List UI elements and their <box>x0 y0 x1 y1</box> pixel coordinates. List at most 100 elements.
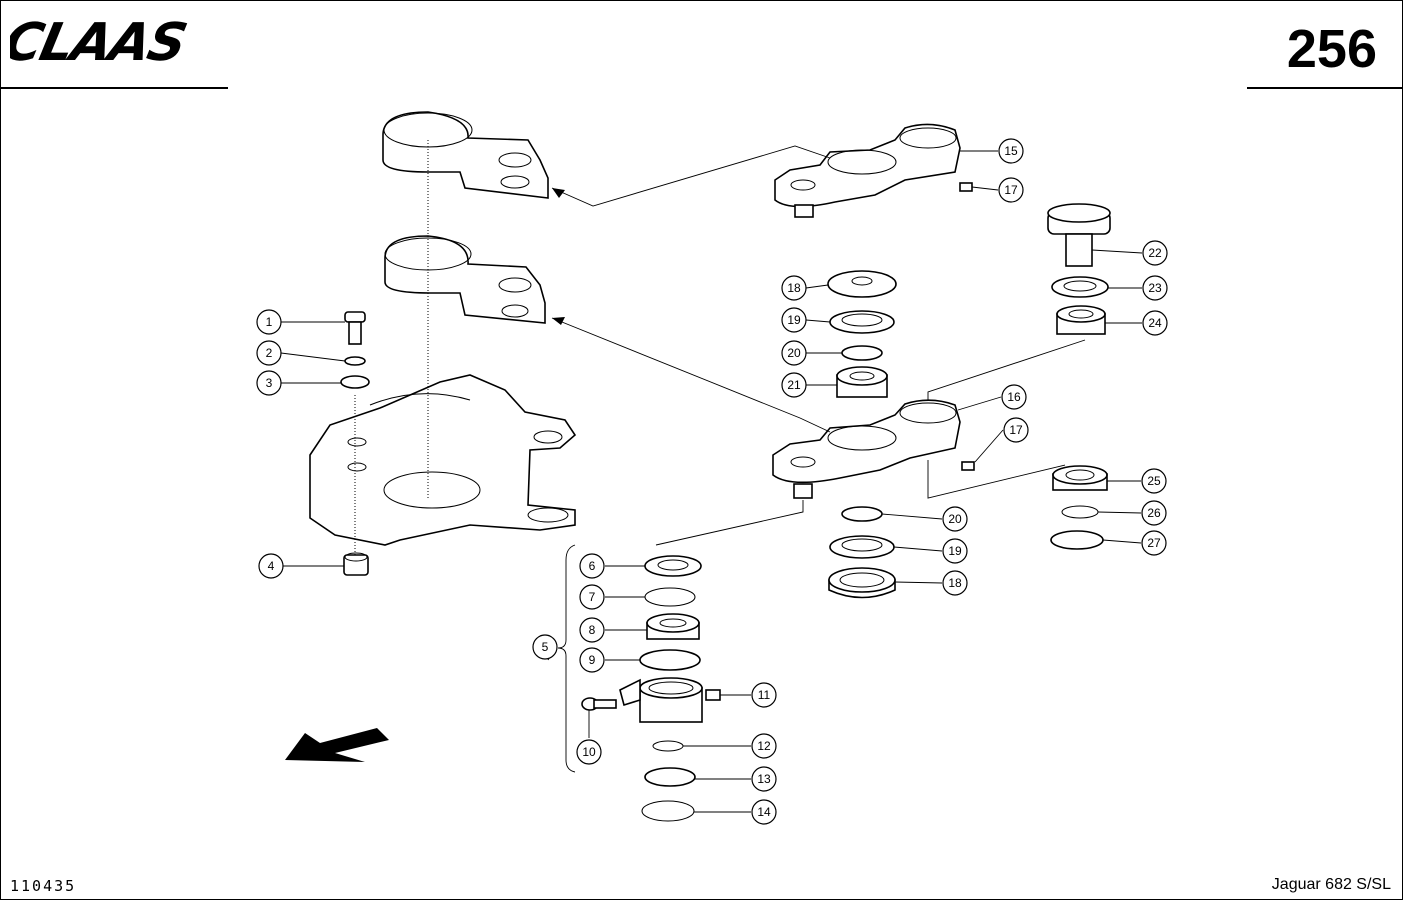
washer-3 <box>340 375 370 389</box>
callout-23: 23 <box>1142 275 1168 301</box>
svg-text:22: 22 <box>1148 246 1162 260</box>
callout-17-lower: 17 <box>1003 417 1029 443</box>
seal-20-lower <box>841 506 883 522</box>
circlip-12 <box>652 740 684 752</box>
group-5-bracket <box>557 544 576 773</box>
svg-text:17: 17 <box>1004 183 1018 197</box>
callout-16: 16 <box>1001 384 1027 410</box>
svg-text:18: 18 <box>787 281 801 295</box>
bearing-6 <box>644 555 702 577</box>
callout-9: 9 <box>579 647 605 673</box>
circlip-14 <box>641 800 695 822</box>
callout-8: 8 <box>579 617 605 643</box>
svg-text:19: 19 <box>787 313 801 327</box>
callout-20-lower: 20 <box>942 506 968 532</box>
bushing-4 <box>343 552 369 576</box>
callout-14: 14 <box>751 799 777 825</box>
svg-text:12: 12 <box>757 739 771 753</box>
callout-24: 24 <box>1142 310 1168 336</box>
claas-logo: CLAAS <box>10 18 190 66</box>
svg-text:14: 14 <box>757 805 771 819</box>
svg-text:20: 20 <box>948 512 962 526</box>
circlip-27 <box>1050 530 1104 550</box>
bearing-23 <box>1051 276 1109 298</box>
circlip-7 <box>644 587 696 607</box>
svg-text:16: 16 <box>1007 390 1021 404</box>
svg-text:19: 19 <box>948 544 962 558</box>
middle-arm-outline <box>384 235 546 324</box>
shaft-22 <box>1047 203 1111 267</box>
circlip-26 <box>1061 505 1099 519</box>
callout-22: 22 <box>1142 240 1168 266</box>
svg-text:15: 15 <box>1004 144 1018 158</box>
direction-arrow-icon <box>285 728 389 762</box>
washer-2 <box>344 356 366 366</box>
callout-19-upper: 19 <box>781 307 807 333</box>
housing-outline <box>309 374 577 546</box>
washer-13 <box>644 767 696 787</box>
svg-text:27: 27 <box>1147 536 1161 550</box>
assembly-arrows <box>551 145 1086 546</box>
svg-text:8: 8 <box>589 623 596 637</box>
svg-text:1: 1 <box>266 315 273 329</box>
callout-10: 10 <box>576 739 602 765</box>
callout-20-upper: 20 <box>781 340 807 366</box>
grease-nipple-17-lower <box>961 461 975 471</box>
svg-text:26: 26 <box>1147 506 1161 520</box>
bearing-25 <box>1052 465 1108 491</box>
svg-text:3: 3 <box>266 376 273 390</box>
housing-5 <box>619 677 703 723</box>
callout-3: 3 <box>256 370 282 396</box>
model-label: Jaguar 682 S/SL <box>1271 876 1391 893</box>
svg-text:11: 11 <box>758 688 771 702</box>
svg-text:24: 24 <box>1148 316 1162 330</box>
cover-18-upper <box>827 270 897 298</box>
callout-15: 15 <box>998 138 1024 164</box>
bolt-10 <box>581 697 617 711</box>
callout-18-lower: 18 <box>942 570 968 596</box>
svg-text:13: 13 <box>757 772 771 786</box>
svg-text:4: 4 <box>268 559 275 573</box>
svg-text:20: 20 <box>787 346 801 360</box>
callout-18-upper: 18 <box>781 275 807 301</box>
callout-2: 2 <box>256 340 282 366</box>
grease-nipple-11 <box>705 689 721 701</box>
bearing-21 <box>836 366 888 398</box>
callout-6: 6 <box>579 553 605 579</box>
callout-11: 11 <box>751 682 777 708</box>
callout-5: 5 <box>532 634 558 660</box>
callout-26: 26 <box>1141 500 1167 526</box>
svg-text:2: 2 <box>266 346 273 360</box>
swing-arm-15 <box>774 123 961 218</box>
upper-arm-outline <box>382 111 549 199</box>
svg-text:6: 6 <box>589 559 596 573</box>
callout-7: 7 <box>579 584 605 610</box>
svg-text:25: 25 <box>1147 474 1161 488</box>
svg-text:21: 21 <box>787 378 801 392</box>
page-number: 256 <box>1286 19 1377 79</box>
cover-18-lower <box>828 567 896 599</box>
header-rule-right <box>1247 87 1403 89</box>
callout-13: 13 <box>751 766 777 792</box>
svg-text:CLAAS: CLAAS <box>10 18 190 66</box>
grease-nipple-17-upper <box>959 182 973 192</box>
drawing-code: 110435 <box>10 877 77 895</box>
svg-text:9: 9 <box>589 653 596 667</box>
swing-arm-16 <box>772 399 961 499</box>
callout-1: 1 <box>256 309 282 335</box>
svg-text:17: 17 <box>1009 423 1023 437</box>
callout-17-upper: 17 <box>998 177 1024 203</box>
o-ring-9 <box>639 649 701 671</box>
callout-21: 21 <box>781 372 807 398</box>
leader-lines <box>280 150 1143 813</box>
seal-20-upper <box>841 345 883 361</box>
callout-19-lower: 19 <box>942 538 968 564</box>
callout-25: 25 <box>1141 468 1167 494</box>
header-rule-left <box>0 87 228 89</box>
bolt-1 <box>344 311 366 345</box>
callout-27: 27 <box>1141 530 1167 556</box>
callout-4: 4 <box>258 553 284 579</box>
callout-12: 12 <box>751 733 777 759</box>
svg-text:5: 5 <box>542 640 549 654</box>
